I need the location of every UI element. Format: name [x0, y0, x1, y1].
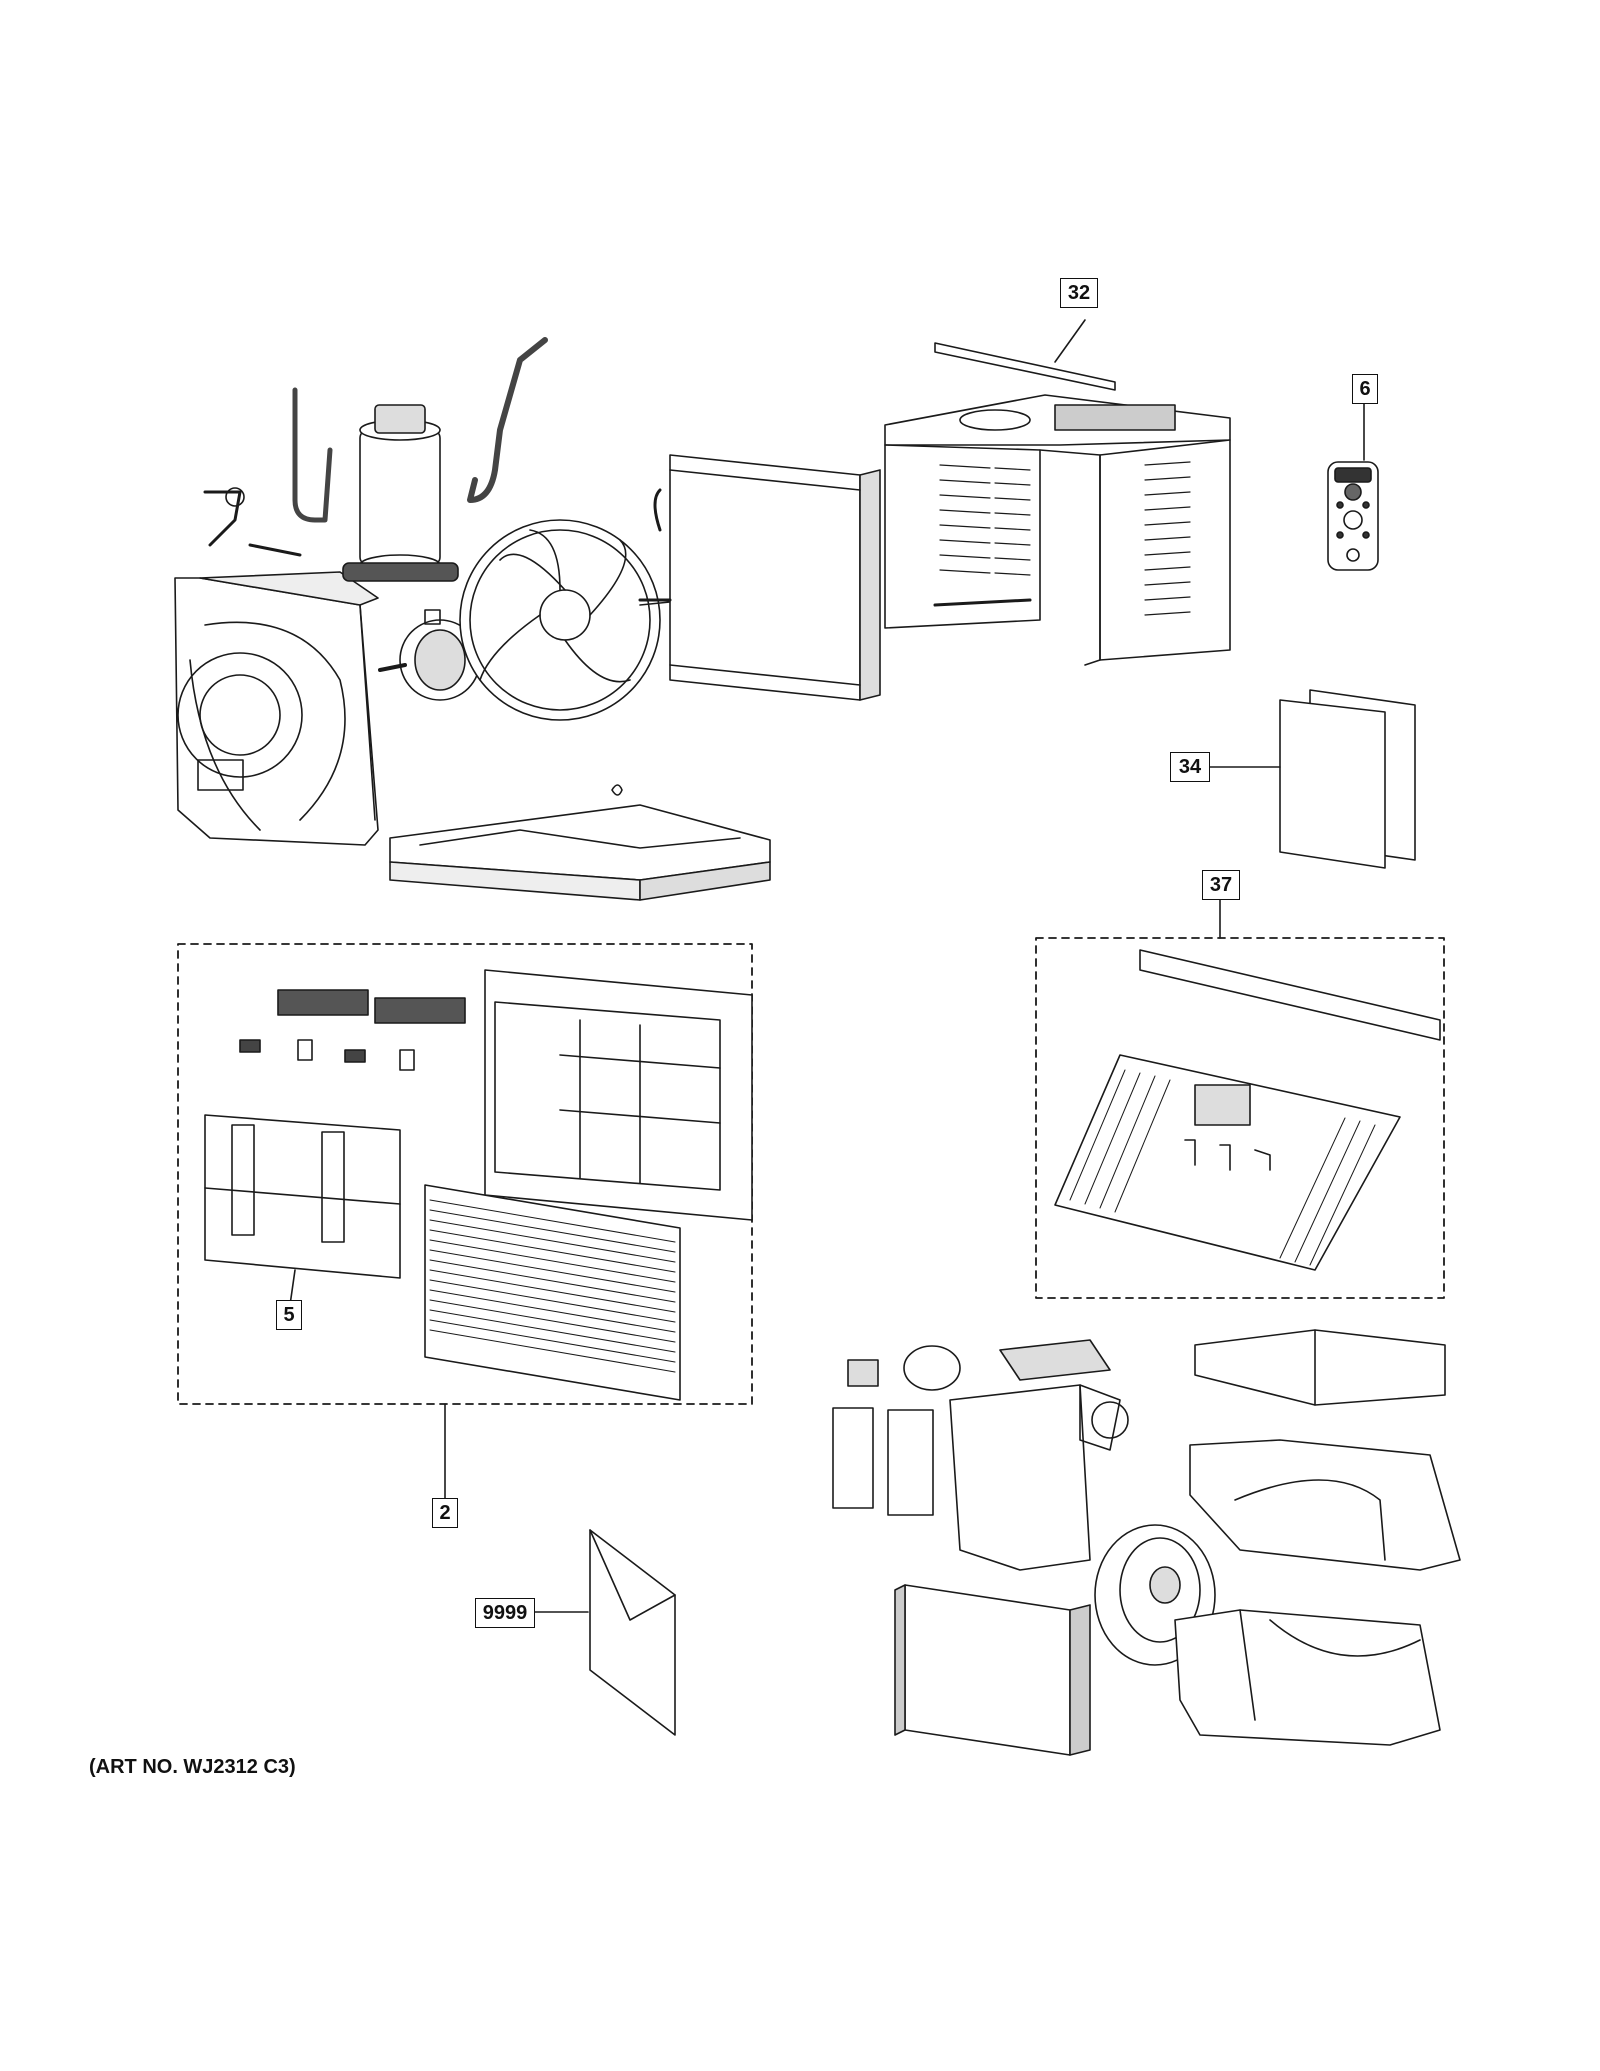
front-frame [485, 970, 752, 1220]
fan-shroud [175, 572, 378, 845]
remote-control [1328, 400, 1378, 570]
callout-6: 6 [1352, 374, 1378, 404]
window-panel [1055, 950, 1440, 1270]
fan-blade [460, 520, 690, 720]
callout-37: 37 [1202, 870, 1240, 900]
refrigerant-tube [205, 340, 545, 555]
top-rail [935, 320, 1115, 390]
owners-manual [535, 1530, 675, 1735]
callout-2: 2 [432, 1498, 458, 1528]
air-louvers [240, 990, 465, 1070]
evaporator-coil [895, 1585, 1090, 1755]
callout-32: 32 [1060, 278, 1098, 308]
filter-pack [1210, 690, 1415, 868]
window-kit-box [1035, 899, 1445, 1299]
blower-housing-upper [1190, 1440, 1460, 1570]
front-grille-kit-box [177, 943, 753, 1499]
cabinet [885, 395, 1230, 665]
art-number: (ART NO. WJ2312 C3) [89, 1756, 296, 1778]
callout-5: 5 [276, 1300, 302, 1330]
condenser-coil [640, 455, 880, 700]
callout-9999: 9999 [475, 1598, 535, 1628]
fan-motor [380, 610, 480, 700]
compressor [343, 405, 458, 581]
blower-housing-lower [1175, 1610, 1440, 1745]
top-duct [1195, 1330, 1445, 1405]
control-box [833, 1340, 1128, 1570]
front-grille [425, 1185, 680, 1400]
base-pan [390, 785, 770, 900]
callout-34: 34 [1170, 752, 1210, 782]
air-filter-frame [205, 1115, 400, 1305]
